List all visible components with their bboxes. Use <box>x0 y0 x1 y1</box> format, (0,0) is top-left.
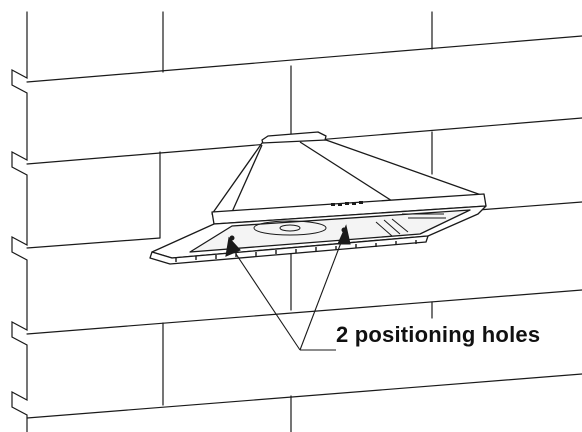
control-buttons <box>331 201 363 206</box>
control-button <box>331 203 335 206</box>
positioning-hole-left <box>229 235 235 241</box>
brick-wall <box>11 11 582 432</box>
arrowhead-right <box>337 224 351 245</box>
mortar-line <box>26 373 582 419</box>
fan-hub <box>279 224 301 232</box>
mortar-line <box>26 289 582 335</box>
hood-bottom-lip <box>149 235 429 265</box>
control-button <box>352 202 356 205</box>
grille-line <box>383 219 401 235</box>
callout-label: 2 positioning holes <box>336 322 541 347</box>
mortar-line <box>477 201 582 211</box>
callout-arrows <box>225 224 351 351</box>
grille-line <box>391 218 409 233</box>
fan-housing <box>253 220 327 236</box>
control-button <box>338 203 342 206</box>
grille-line <box>375 221 393 237</box>
callout-leader-right <box>299 239 343 351</box>
range-hood <box>149 131 487 265</box>
hood-canopy-edge <box>231 144 263 213</box>
hood-canopy-edge <box>299 141 401 207</box>
control-button <box>345 202 349 205</box>
arrowhead-left <box>225 236 241 257</box>
lip-notches <box>175 240 417 262</box>
mortar-line <box>26 35 582 83</box>
hood-filter-area <box>189 209 471 253</box>
control-button <box>359 201 363 204</box>
wall-left-edge <box>11 11 28 432</box>
mortar-line <box>26 237 161 249</box>
callout-leader-left <box>235 253 301 351</box>
